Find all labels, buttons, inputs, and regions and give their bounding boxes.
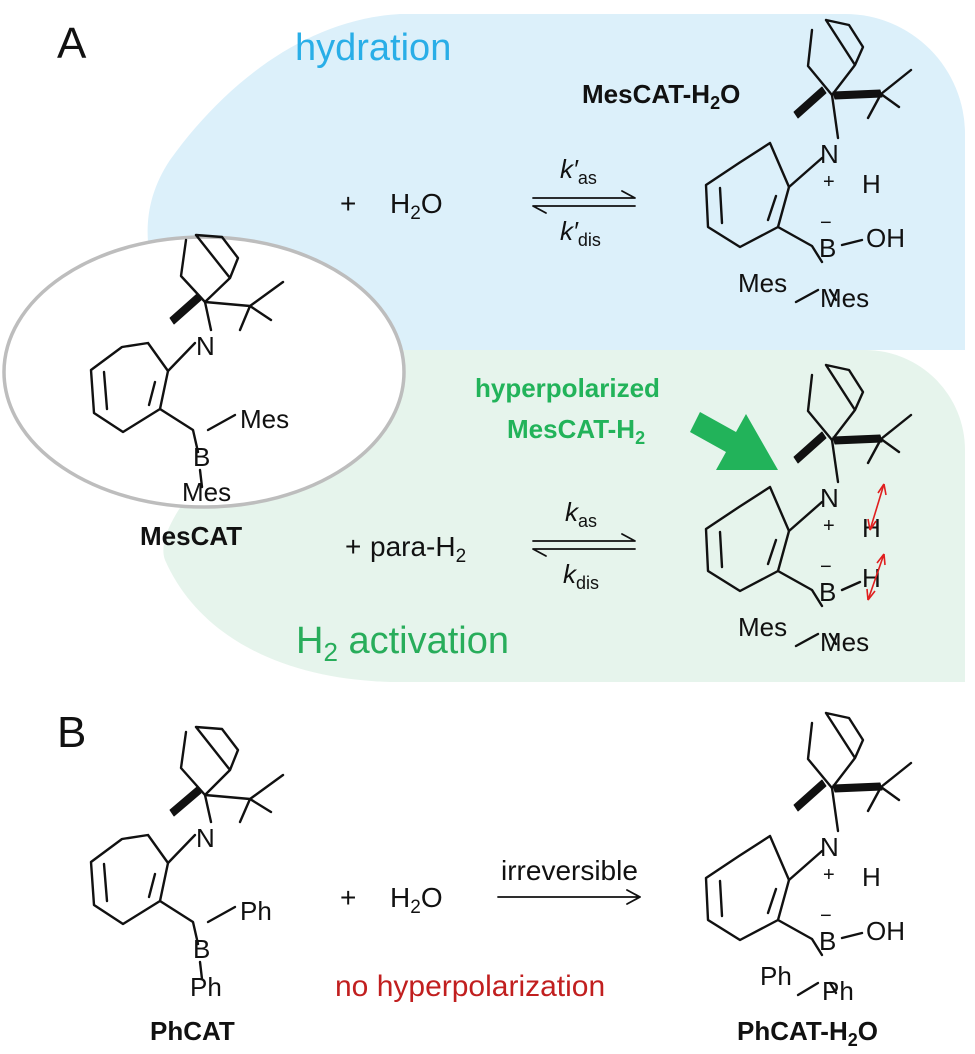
panel-b-plus: + — [340, 882, 356, 913]
panel-a-label: A — [57, 19, 87, 68]
rate-k-dis: kdis — [563, 559, 599, 593]
water-1: H2O — [390, 188, 443, 224]
no-hyperpolarization-label: no hyperpolarization — [335, 970, 605, 1003]
phcat-b: B — [193, 934, 210, 964]
phcat-n: N — [196, 823, 215, 853]
hydride-n: N — [820, 483, 839, 513]
panel-b-label: B — [57, 708, 86, 757]
hydration-equilibrium-arrow — [532, 190, 636, 214]
phcat-ph-1: Ph — [240, 896, 272, 926]
mescat-b: B — [193, 442, 210, 472]
hydride-plus: + — [823, 515, 835, 537]
hydrate-n: N — [820, 139, 839, 169]
rate-k-hyd-as: k′as — [560, 154, 597, 188]
mescat-mes-2: Mes — [182, 477, 231, 507]
hydrate-structure — [704, 18, 913, 304]
phcat-h2o-ph-1: Ph — [760, 961, 792, 991]
mescat-n: N — [196, 331, 215, 361]
spin-arrow-upper — [867, 483, 887, 531]
mescat-mes-1: Mes — [240, 404, 289, 434]
hydrate-b: B — [819, 233, 836, 263]
hyperpolarized-label-2: MesCAT-H2 — [507, 414, 645, 448]
rate-k-hyd-dis: k′dis — [560, 216, 601, 250]
hydride-mes-2: Mes — [820, 627, 869, 657]
phcat-h2o-name: PhCAT-H2O — [737, 1016, 878, 1050]
phcat-structure — [89, 725, 285, 981]
phcat-h2o-structure — [704, 711, 913, 997]
activation-plus: + — [345, 531, 361, 562]
hydrate-name: MesCAT-H2O — [582, 79, 740, 113]
phcat-name: PhCAT — [150, 1016, 235, 1046]
phcat-h2o-plus: + — [823, 864, 835, 886]
hydride-h2: H — [862, 563, 881, 593]
spin-arrow-lower — [866, 553, 886, 601]
hydride-b: B — [819, 577, 836, 607]
hydrate-mes-2: Mes — [820, 283, 869, 313]
hydrate-mes-1: Mes — [738, 268, 787, 298]
hydride-mes-1: Mes — [738, 612, 787, 642]
hydrate-plus: + — [823, 171, 835, 193]
irreversible-label: irreversible — [501, 855, 638, 886]
phcat-h2o-oh: OH — [866, 916, 905, 946]
mescat-structure — [89, 233, 285, 489]
hyperpolarized-arrow — [690, 412, 778, 470]
hydride-structure — [704, 363, 913, 648]
phcat-h2o-h: H — [862, 862, 881, 892]
para-h2: para-H2 — [370, 531, 466, 567]
hydrate-minus: − — [820, 212, 832, 234]
hydration-title: hydration — [295, 27, 451, 69]
hydration-background — [147, 14, 966, 350]
mescat-name: MesCAT — [140, 521, 242, 551]
phcat-ph-2: Ph — [190, 972, 222, 1002]
hydrate-oh: OH — [866, 223, 905, 253]
phcat-h2o-b: B — [819, 926, 836, 956]
phcat-h2o-minus: − — [820, 905, 832, 927]
activation-equilibrium-arrow — [532, 533, 636, 557]
hydride-minus: − — [820, 556, 832, 578]
hydrate-h: H — [862, 169, 881, 199]
irreversible-arrow — [497, 889, 641, 905]
phcat-h2o-ph-2: Ph — [822, 976, 854, 1006]
phcat-h2o-n: N — [820, 832, 839, 862]
reactant-highlight-circle — [2, 235, 406, 509]
activation-title: H2 activation — [296, 620, 509, 667]
hydration-plus: + — [340, 188, 356, 219]
water-2: H2O — [390, 882, 443, 918]
rate-k-as: kas — [565, 497, 597, 531]
hyperpolarized-label-1: hyperpolarized — [475, 373, 660, 403]
